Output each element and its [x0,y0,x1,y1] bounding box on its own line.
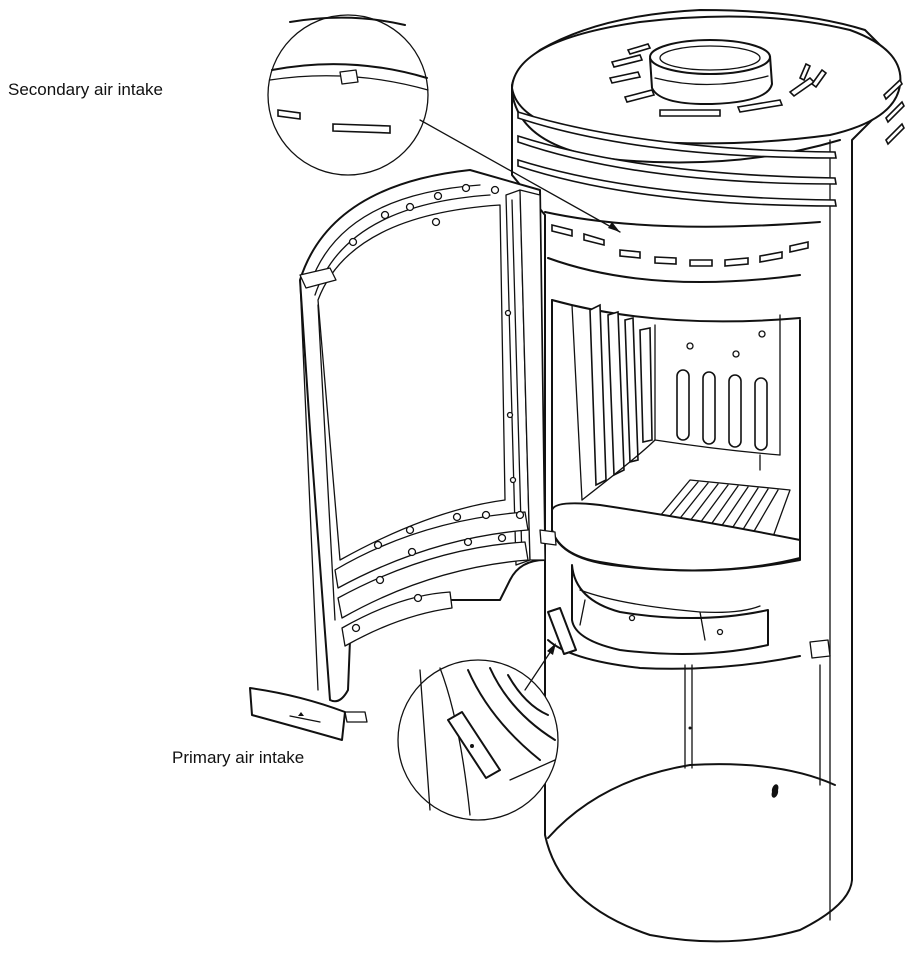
leader-lines [419,119,621,691]
stove-top [511,15,905,228]
secondary-air-intake-label: Secondary air intake [8,80,163,99]
primary-air-intake-label: Primary air intake [172,748,305,767]
secondary-air-detail-circle [267,14,429,176]
primary-air-detail-circle [397,659,559,821]
door-handle [249,687,346,741]
stove-door [299,169,557,723]
primary-air-slider [547,607,577,655]
fire-chamber [547,223,831,670]
